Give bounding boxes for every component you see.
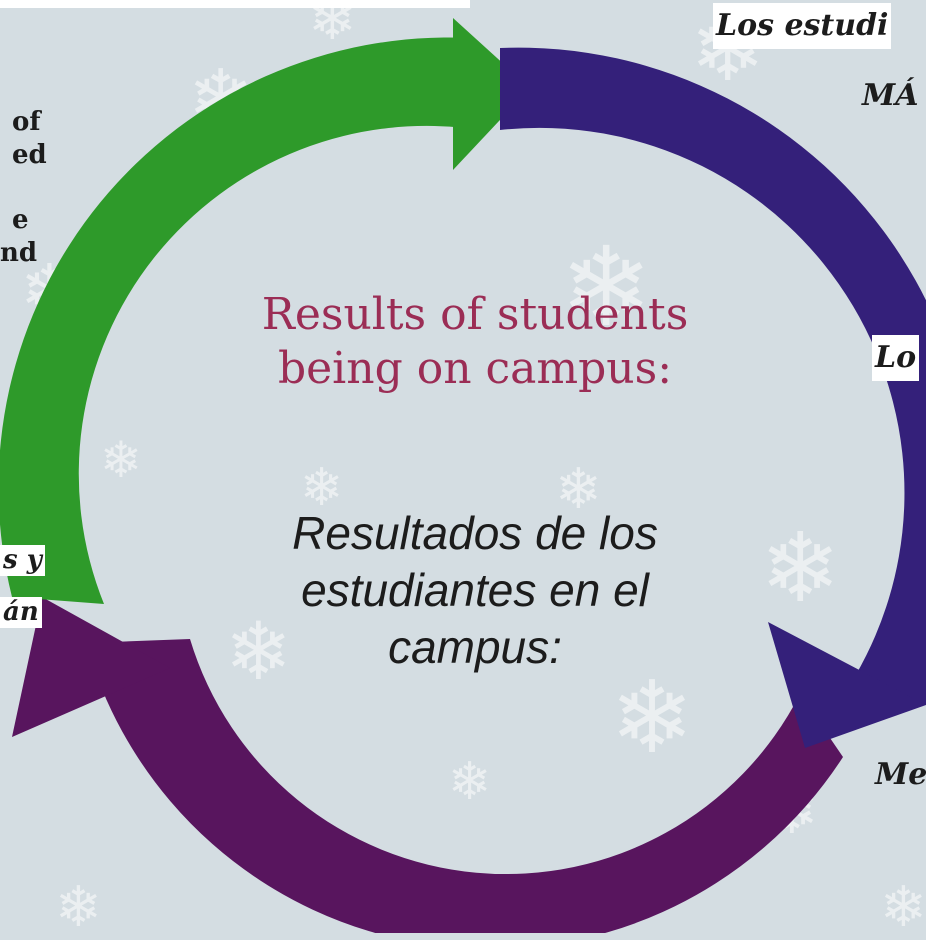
snowflake-icon: ❄ — [100, 431, 142, 489]
left-line-4: nd — [0, 238, 38, 268]
snowflake-icon: ❄ — [760, 512, 841, 624]
snowflake-icon: ❄ — [880, 875, 926, 940]
center-title: Results of students being on campus: — [261, 289, 689, 394]
snowflake-icon: ❄ — [560, 223, 653, 351]
snowflake-icon: ❄ — [55, 875, 102, 940]
left-line-3: e — [12, 205, 29, 235]
right-top-line-2: MÁ — [862, 78, 919, 113]
blue-arrow-head — [768, 622, 926, 748]
left-spanish-line-1: s y — [0, 545, 45, 576]
left-line-2: ed — [12, 140, 47, 170]
purple-arrow-body — [86, 639, 843, 933]
purple-arrow-head — [12, 597, 170, 737]
snowflake-icon: ❄ — [610, 659, 694, 776]
right-bottom-line: Me — [875, 757, 926, 792]
left-line-1: of — [12, 107, 41, 137]
center-subtitle: Resultados de los estudiantes en el camp… — [292, 507, 658, 673]
snowflake-icon: ❄ — [300, 458, 344, 518]
green-arrow-head — [453, 18, 530, 170]
blue-arrow-body — [500, 47, 926, 705]
snowflake-icon: ❄ — [448, 752, 492, 812]
green-arrow-body — [0, 37, 480, 604]
snowflake-icon: ❄ — [555, 457, 602, 522]
left-spanish-line-2: án — [0, 597, 42, 628]
right-top-line-1: Los estudi — [713, 3, 892, 49]
snowflake-icon: ❄ — [225, 605, 293, 698]
right-middle-line: Lo — [872, 335, 920, 381]
top-white-box — [0, 0, 470, 8]
snowflake-icon: ❄ — [308, 0, 357, 53]
